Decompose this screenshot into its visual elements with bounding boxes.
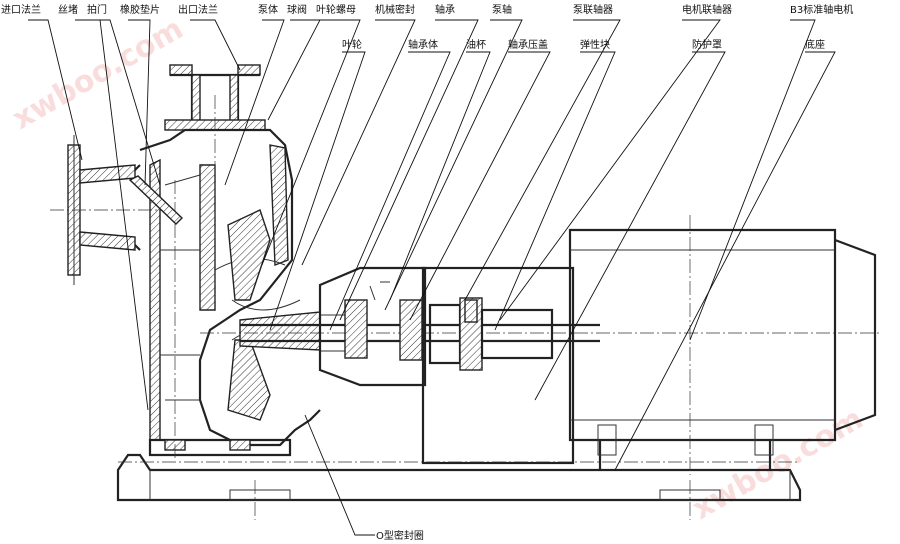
label-flap-door: 拍门: [87, 3, 107, 16]
label-impeller: 叶轮: [342, 38, 362, 51]
label-rubber-gasket: 橡胶垫片: [120, 3, 160, 16]
label-b3-motor: B3标准轴电机: [790, 3, 853, 16]
label-pump-body: 泵体: [258, 4, 278, 16]
callout-labels: 进口法兰 丝堵 拍门 橡胶垫片 出口法兰 泵体 球阀 叶轮螺母 机械密封 轴承 …: [1, 3, 853, 542]
label-o-ring: O型密封圈: [376, 529, 424, 542]
label-motor-coupling: 电机联轴器: [682, 3, 732, 16]
label-guard: 防护罩: [692, 38, 722, 51]
pump-shaft-part: [200, 299, 880, 361]
label-bearing: 轴承: [435, 3, 455, 16]
label-pump-shaft: 泵轴: [492, 3, 512, 16]
label-ball-valve: 球阀: [287, 3, 307, 16]
label-mechanical-seal: 机械密封: [375, 3, 415, 16]
flap-door-part: [128, 175, 184, 225]
motor-part: [568, 215, 877, 475]
label-outlet-flange: 出口法兰: [178, 3, 218, 16]
label-plug: 丝堵: [58, 3, 78, 16]
label-pump-coupling: 泵联轴器: [573, 3, 613, 16]
leader-lines: [28, 19, 836, 536]
label-bearing-cover: 轴承压盖: [508, 38, 548, 51]
label-bearing-housing: 轴承体: [408, 38, 438, 51]
pump-casing: [139, 64, 321, 460]
label-impeller-nut: 叶轮螺母: [316, 3, 356, 16]
bearing-housing-part: [318, 266, 575, 465]
inlet-flange-part: [50, 135, 160, 285]
label-inlet-flange: 进口法兰: [1, 3, 41, 16]
label-elastic-block: 弹性块: [580, 38, 610, 51]
coupling-part: [428, 297, 554, 371]
watermark-top: xwboo.com: [7, 11, 190, 137]
label-oil-cup: 油杯: [466, 38, 486, 51]
label-base: 底座: [805, 38, 825, 51]
